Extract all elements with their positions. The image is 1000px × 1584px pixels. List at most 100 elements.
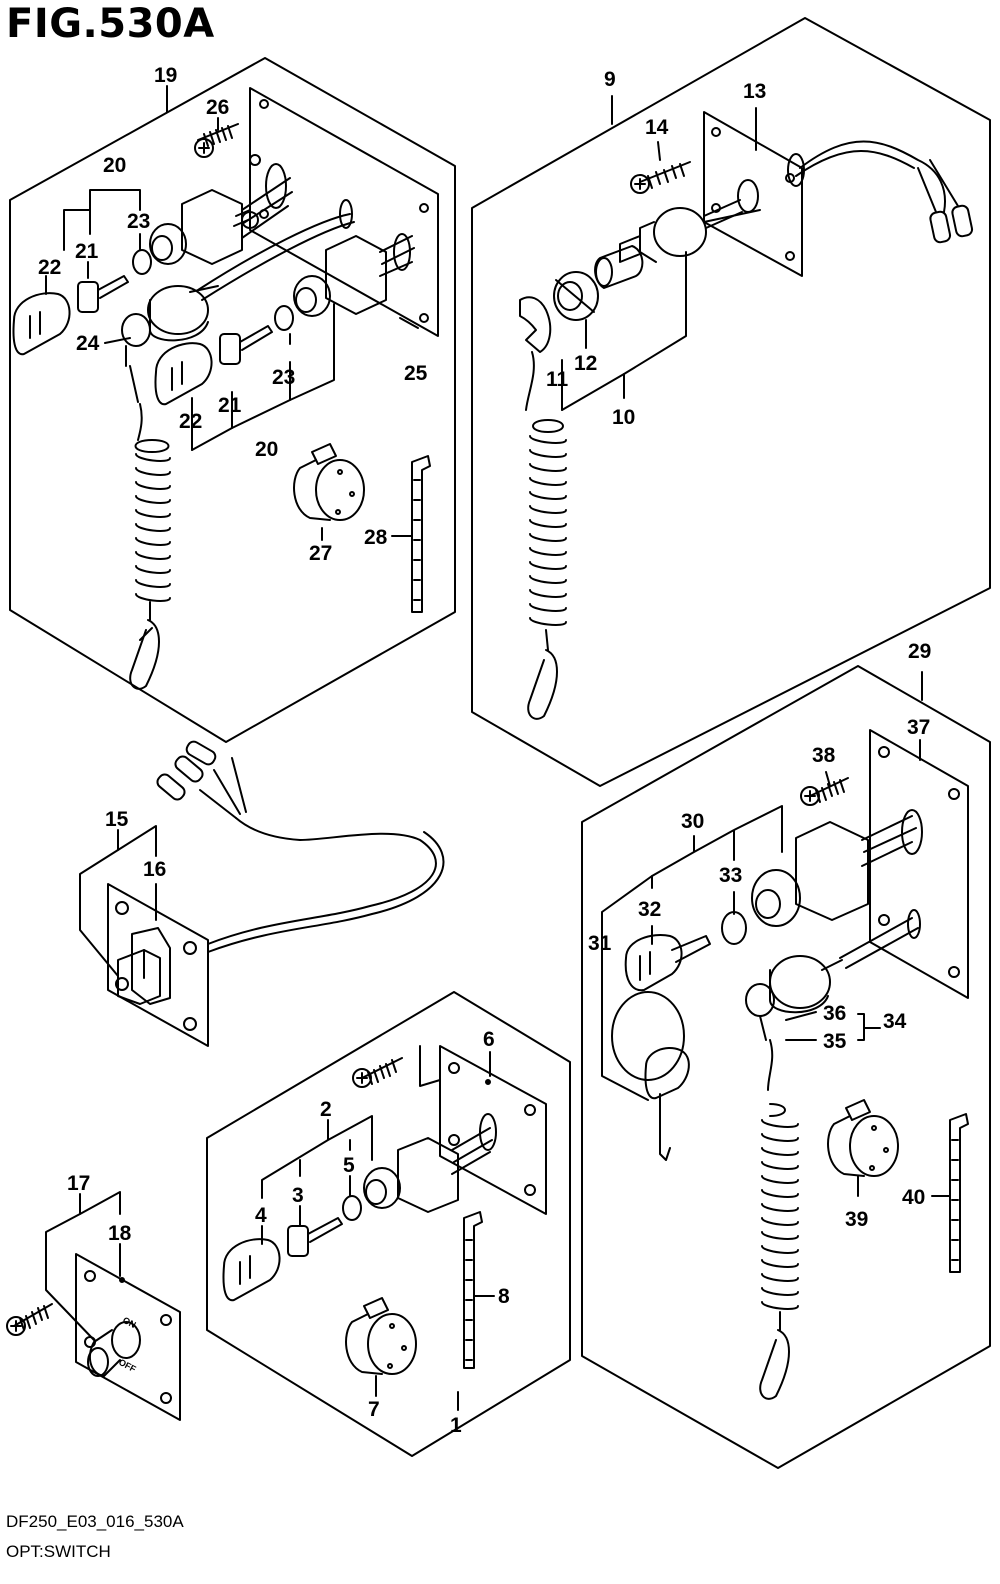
- cable-tie-40: [949, 1113, 969, 1273]
- callout-13: 13: [743, 80, 766, 103]
- rocker-switch-16: [117, 927, 171, 1005]
- bullet-connectors-9: [917, 159, 974, 244]
- cap-33: [721, 911, 747, 945]
- key-cap-4: [222, 1238, 281, 1302]
- callout-17: 17: [67, 1172, 90, 1195]
- callout-20b: 20: [255, 438, 278, 461]
- grommet-7: [345, 1297, 417, 1375]
- snap-hook-9: [527, 649, 558, 720]
- callout-30: 30: [681, 810, 704, 833]
- callout-2: 2: [320, 1098, 332, 1121]
- callout-34: 34: [883, 1010, 907, 1033]
- lanyard-coil-19: [129, 365, 171, 602]
- group-box-19: [9, 57, 456, 743]
- callout-22a: 22: [38, 256, 61, 279]
- stop-switch-24: [121, 285, 219, 367]
- leaders-group-17: [45, 1191, 121, 1341]
- callout-33: 33: [719, 864, 742, 887]
- group-box-9: [471, 17, 991, 787]
- callout-39: 39: [845, 1208, 868, 1231]
- callout-23a: 23: [127, 210, 150, 233]
- group-box-1: [206, 991, 571, 1457]
- panel-plate-25: [249, 87, 439, 337]
- ignition-switch-lower: [293, 233, 415, 317]
- callout-20a: 20: [103, 154, 126, 177]
- callout-27: 27: [309, 542, 332, 565]
- callout-21a: 21: [75, 240, 99, 263]
- toggle-label-off: OFF: [117, 1357, 138, 1375]
- callout-24: 24: [76, 332, 100, 355]
- lock-nut-12: [553, 271, 599, 321]
- lanyard-coil-29: [761, 1103, 799, 1310]
- callout-10: 10: [612, 406, 635, 429]
- cable-15: [207, 817, 437, 945]
- callout-23b: 23: [272, 366, 295, 389]
- leaders-group-15: [79, 825, 157, 977]
- callout-9: 9: [604, 68, 616, 91]
- group-box-29: [581, 665, 991, 1469]
- callout-14: 14: [645, 116, 669, 139]
- stop-switch-body-10: [594, 199, 743, 289]
- group-29-parts: [611, 729, 969, 1400]
- figure-code: DF250_E03_016_530A: [6, 1512, 184, 1531]
- stop-switch-34: [745, 955, 843, 1091]
- figure-title: FIG.530A: [6, 1, 215, 47]
- callout-26: 26: [206, 96, 229, 119]
- screw-17: [13, 1303, 53, 1331]
- bullet-connectors-15: [156, 740, 217, 801]
- callout-40: 40: [902, 1186, 925, 1209]
- callout-32: 32: [638, 898, 661, 921]
- ignition-switch-upper: [149, 163, 293, 265]
- cap-23b: [274, 305, 294, 331]
- lanyard-clip-11: [519, 296, 552, 353]
- key-set-31: [611, 934, 711, 1161]
- panel-plate-13: [703, 111, 803, 277]
- snap-hook-19: [129, 619, 160, 690]
- toggle-plate-18: [75, 1253, 181, 1421]
- callout-19: 19: [154, 64, 177, 87]
- screw-14: [639, 161, 691, 189]
- callout-38: 38: [812, 744, 836, 767]
- cap-5: [342, 1195, 362, 1221]
- callout-37: 37: [907, 716, 930, 739]
- leaders-group-29: [601, 671, 951, 1197]
- panel-plate-6: [439, 1045, 547, 1215]
- callout-12: 12: [574, 352, 597, 375]
- callout-6: 6: [483, 1028, 495, 1051]
- callout-29: 29: [908, 640, 931, 663]
- group-17-parts: [6, 1253, 181, 1421]
- key-3: [287, 1217, 343, 1257]
- cable-tie-28: [411, 455, 431, 613]
- callout-35: 35: [823, 1030, 847, 1053]
- callout-labels: 1 2 3 4 5 6 7 8 9 10 11 12 13 14 15 16 1…: [38, 64, 931, 1437]
- group-1-parts: [222, 1045, 547, 1375]
- lanyard-coil-9: [525, 351, 567, 626]
- leaders-group-1: [261, 1045, 495, 1411]
- key-cap-22a: [12, 292, 71, 356]
- grommet-39: [827, 1099, 899, 1177]
- callout-11: 11: [546, 368, 569, 391]
- callout-28: 28: [364, 526, 388, 549]
- leaders-group-9: [561, 95, 757, 411]
- toggle-switch-18: [87, 1321, 141, 1377]
- callout-5: 5: [343, 1154, 355, 1177]
- ignition-switch-1: [363, 1113, 497, 1213]
- callout-36: 36: [823, 1002, 846, 1025]
- callout-16: 16: [143, 858, 166, 881]
- ignition-switch-30: [751, 809, 923, 927]
- cable-tie-8: [463, 1211, 483, 1369]
- group-15-parts: [107, 740, 445, 1047]
- switch-plate-16: [107, 883, 209, 1047]
- grommet-27: [293, 443, 365, 521]
- callout-22b: 22: [179, 410, 202, 433]
- key-cap-22b: [154, 342, 213, 406]
- callout-25: 25: [404, 362, 428, 385]
- cap-23a: [132, 249, 152, 275]
- callout-21b: 21: [218, 394, 242, 417]
- figure-caption: OPT:SWITCH: [6, 1542, 111, 1561]
- callout-1: 1: [450, 1414, 462, 1437]
- callout-7: 7: [368, 1398, 380, 1421]
- callout-31: 31: [588, 932, 612, 955]
- callout-18: 18: [108, 1222, 132, 1245]
